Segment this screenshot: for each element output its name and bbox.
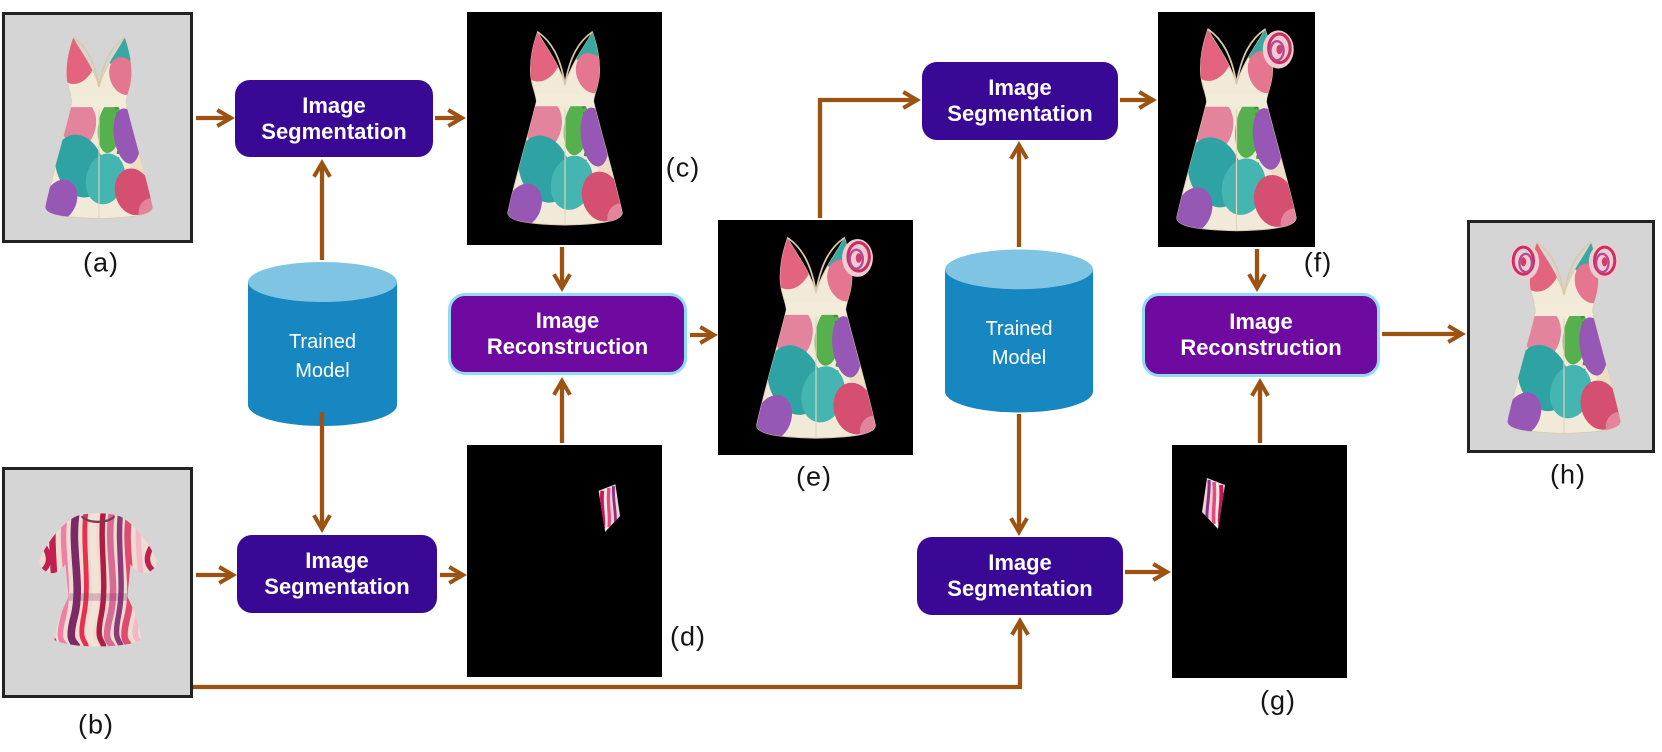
- reconstruction-box-2: Image Reconstruction: [1142, 293, 1380, 377]
- reconstruction-box-2-line1: Image: [1229, 309, 1293, 335]
- label-d: (d): [670, 621, 706, 652]
- trained-model-1-label: Trained Model: [248, 328, 397, 386]
- dress-photo-a: [24, 22, 174, 234]
- segmentation-box-2-line2: Segmentation: [947, 101, 1093, 126]
- trained-model-1: Trained Model: [248, 262, 397, 427]
- segmentation-box-1-line2: Segmentation: [261, 118, 407, 144]
- segmented-dress-f: [1153, 18, 1320, 242]
- segmentation-box-3-line1: Image: [305, 548, 369, 574]
- image-b-frame: [2, 467, 193, 698]
- reconstruction-box-1-line1: Image: [535, 308, 600, 334]
- segmented-sleeve-d: [593, 481, 621, 537]
- reconstruction-box-1: Image Reconstruction: [448, 293, 687, 375]
- trained-model-2-line1: Trained: [985, 318, 1053, 340]
- database-cylinder-icon: [248, 262, 397, 426]
- segmentation-box-4: Image Segmentation: [917, 537, 1123, 615]
- image-a-frame: [2, 12, 193, 243]
- image-g-frame: [1172, 445, 1347, 678]
- trained-model-2: Trained Model: [945, 249, 1093, 414]
- label-b: (b): [78, 709, 114, 740]
- segmentation-box-3-line2: Segmentation: [264, 574, 410, 599]
- segmented-dress-c: [485, 18, 645, 239]
- image-c-frame: [467, 12, 662, 245]
- segmentation-box-2: Image Segmentation: [922, 62, 1118, 140]
- segmented-sleeve-g: [1201, 476, 1231, 533]
- segmentation-box-2-line1: Image: [988, 75, 1052, 101]
- label-c: (c): [665, 152, 701, 183]
- label-f: (f): [1303, 247, 1333, 278]
- segmentation-box-1-line1: Image: [302, 92, 366, 118]
- reconstructed-dress-e: [733, 228, 899, 448]
- image-e-frame: [718, 220, 913, 455]
- reconstruction-box-2-line2: Reconstruction: [1180, 335, 1342, 360]
- label-e: (e): [796, 461, 832, 492]
- final-dress-h: [1485, 231, 1643, 445]
- reconstruction-box-1-line2: Reconstruction: [486, 334, 649, 359]
- trained-model-2-line2: Model: [991, 347, 1047, 369]
- label-a: (a): [83, 247, 119, 278]
- label-h: (h): [1550, 459, 1586, 490]
- segmentation-box-4-line1: Image: [988, 550, 1052, 576]
- image-d-frame: [467, 445, 662, 677]
- trained-model-1-line1: Trained: [288, 331, 357, 353]
- image-h-frame: [1467, 220, 1655, 453]
- segmentation-box-4-line2: Segmentation: [947, 576, 1093, 601]
- trained-model-1-line2: Model: [295, 360, 350, 382]
- trained-model-2-label: Trained Model: [945, 315, 1093, 373]
- label-g: (g): [1260, 685, 1296, 716]
- segmentation-box-1: Image Segmentation: [235, 80, 433, 157]
- blouse-photo-b: [22, 502, 174, 665]
- segmentation-box-3: Image Segmentation: [237, 535, 437, 613]
- image-f-frame: [1158, 12, 1315, 247]
- arrow-e-to-seg2: [817, 90, 921, 218]
- database-cylinder-icon: [945, 249, 1093, 413]
